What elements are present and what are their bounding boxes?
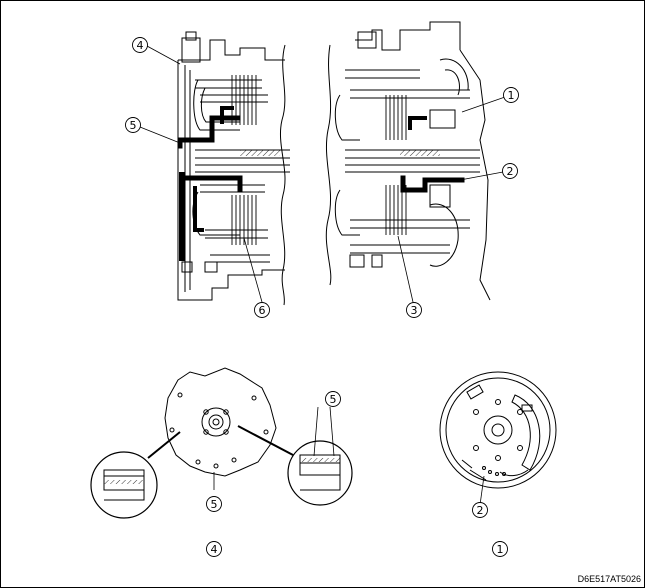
callout-1-top: 1 [503,87,519,103]
figure-code: D6E517AT5026 [578,574,641,584]
caption-label-1: 1 [497,543,504,556]
callout-label-6: 6 [259,304,266,317]
leader-2-top [459,171,504,181]
callout-label-4: 4 [137,39,144,52]
leader-line-right [237,425,294,456]
callout-5-right-detail: 5 [325,391,341,407]
left-cross-section [177,31,290,306]
housing-view-4 [164,367,277,477]
leader-5b [329,406,335,457]
detail-circle-right [287,440,353,506]
leader-5a [313,406,319,457]
caption-view-4: 4 [206,541,222,557]
callout-3: 3 [406,302,422,318]
callout-label-5: 5 [130,119,137,132]
callout-label-5: 5 [330,393,337,406]
leader-line-left [147,431,181,459]
leader-1 [461,96,506,113]
callout-6: 6 [254,302,270,318]
right-cross-section [325,21,491,301]
callout-label-3: 3 [411,304,418,317]
caption-label-4: 4 [211,543,218,556]
callout-label-2: 2 [507,165,514,178]
callout-2-bottom: 2 [472,502,488,518]
leader-2-bottom [479,475,485,506]
leader-5-top [139,126,181,144]
cover-view-1 [439,371,557,489]
callout-4-top: 4 [132,37,148,53]
oil-passage-right [400,116,465,193]
leader-6 [243,237,263,303]
left-shaft-hatch [240,150,280,156]
detail-circle-left [90,451,158,519]
leader-3 [397,235,414,303]
leader-4-top [146,45,181,65]
callout-label-5: 5 [211,498,218,511]
callout-label-1: 1 [508,89,515,102]
callout-5-bottom: 5 [206,496,222,512]
caption-view-1: 1 [492,541,508,557]
callout-5-top: 5 [125,117,141,133]
callout-2-top: 2 [502,163,518,179]
right-shaft-hatch [400,150,440,156]
callout-label-2: 2 [477,504,484,517]
